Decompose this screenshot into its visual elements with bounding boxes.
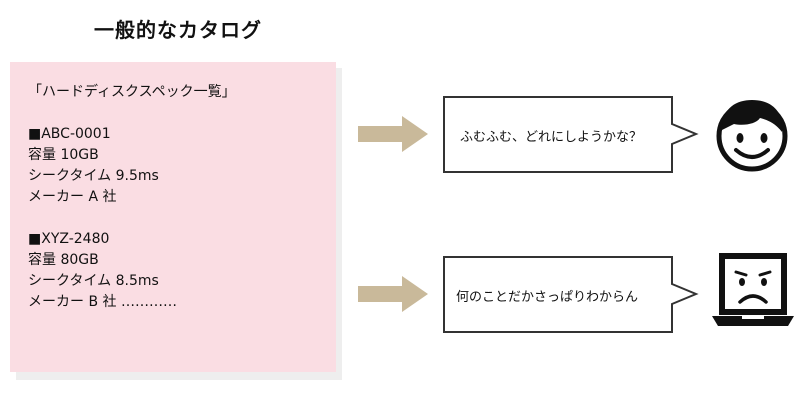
catalog-box: 「ハードディスクスペック一覧」 ■ABC-0001 容量 10GB シークタイム…	[10, 62, 336, 372]
diagram-title: 一般的なカタログ	[94, 18, 262, 42]
catalog-heading: 「ハードディスクスペック一覧」	[28, 84, 236, 100]
speech-bubble-human	[443, 96, 699, 173]
arrow-to-computer-icon	[358, 276, 428, 312]
catalog-item-2-capacity: 容量 80GB	[28, 252, 99, 268]
catalog-item-2-model: ■XYZ-2480	[28, 231, 110, 247]
catalog-item-1-model: ■ABC-0001	[28, 126, 111, 142]
sad-laptop-icon	[712, 253, 794, 326]
arrow-to-human-icon	[358, 116, 428, 152]
catalog-item-1-capacity: 容量 10GB	[28, 147, 99, 163]
smiling-person-face-icon	[716, 100, 788, 172]
catalog-item-2-maker: メーカー B 社 …………	[28, 294, 177, 310]
computer-speech-text: 何のことだかさっぱりわからん	[456, 290, 639, 305]
catalog-item-2-seek: シークタイム 8.5ms	[28, 273, 159, 289]
catalog-item-1-seek: シークタイム 9.5ms	[28, 168, 159, 184]
catalog-item-1-maker: メーカー A 社	[28, 189, 117, 205]
human-speech-text: ふむふむ、どれにしようかな？	[460, 130, 643, 145]
speech-bubble-computer	[443, 256, 699, 333]
